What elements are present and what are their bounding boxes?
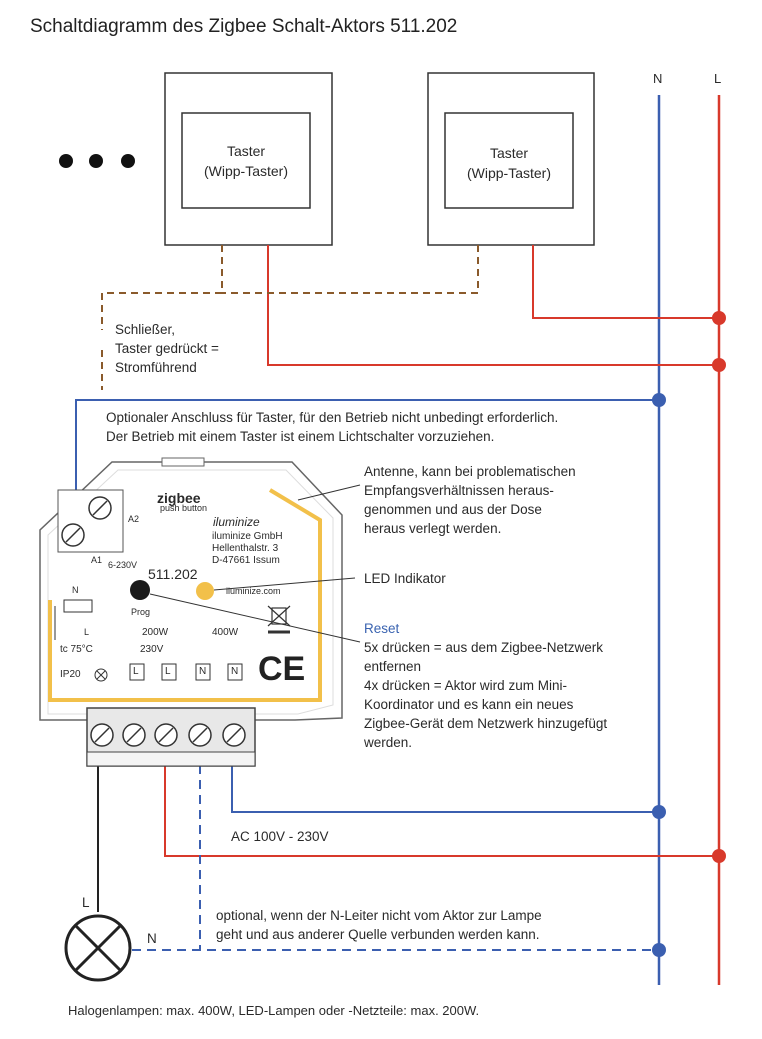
- terminal-label: N: [199, 666, 207, 677]
- live-wires: [164, 245, 719, 857]
- rail-label-l: L: [714, 71, 722, 86]
- output-terminal-block: [86, 707, 256, 767]
- lamp-n-label: N: [147, 931, 157, 946]
- device-n-symbol: N: [72, 585, 79, 595]
- contact-note: Schließer,Taster gedrückt =Stromführend: [115, 322, 219, 375]
- temp-rating: tc 75°C: [60, 644, 93, 655]
- optional-n-wire: [132, 735, 659, 951]
- switch-1: [164, 72, 333, 246]
- terminal-label: N: [231, 666, 239, 677]
- antenna: [48, 488, 322, 702]
- terminal-box: [227, 663, 243, 681]
- switch-2: [427, 72, 595, 246]
- range-label: 6-230V: [108, 560, 138, 570]
- terminal-box: [195, 663, 211, 681]
- optional-switch-note: Optionaler Anschluss für Taster, für den…: [106, 410, 559, 444]
- ac-voltage-label: AC 100V - 230V: [231, 829, 329, 844]
- junction-dot: [712, 358, 726, 372]
- model-number: 511.202: [148, 566, 198, 582]
- more-dot: [59, 154, 73, 168]
- zigbee-logo: zigbee: [157, 490, 201, 506]
- switch-1-label: Taster(Wipp-Taster): [203, 143, 288, 179]
- more-dot: [89, 154, 103, 168]
- input-terminal: [57, 489, 124, 553]
- rail-label-n: N: [653, 71, 663, 86]
- terminal-a1-label: A1: [91, 555, 103, 565]
- power-halogen: 400W: [212, 627, 239, 638]
- push-button-label: push button: [160, 503, 208, 513]
- ip-rating: IP20: [60, 669, 81, 680]
- prog-label: Prog: [131, 607, 151, 617]
- page-title: Schaltdiagramm des Zigbee Schalt-Aktors …: [30, 16, 458, 37]
- ce-mark: CE: [258, 650, 305, 688]
- led-note: LED Indikator: [364, 571, 446, 586]
- switch-2-label: Taster(Wipp-Taster): [466, 145, 551, 181]
- voltage: 230V: [140, 644, 164, 655]
- switched-wires: [101, 245, 479, 390]
- terminal-a2-label: A2: [128, 514, 140, 524]
- power-led: 200W: [142, 627, 169, 638]
- junction-dot: [652, 805, 666, 819]
- terminal-box: [129, 663, 145, 681]
- junction-dot: [652, 393, 666, 407]
- lamp-icon: [64, 914, 132, 982]
- terminal-box: [161, 663, 177, 681]
- reset-note: Reset 5x drücken = aus dem Zigbee-Netzwe…: [364, 621, 608, 750]
- more-dot: [121, 154, 135, 168]
- actuator-body: CE: [39, 457, 361, 721]
- relay-symbol: [54, 599, 93, 640]
- weee-bin-icon: [267, 605, 291, 634]
- optional-n-note: optional, wenn der N-Leiter nicht vom Ak…: [216, 908, 542, 942]
- lamp-l-label: L: [82, 895, 90, 910]
- antenna-leader: [297, 484, 361, 501]
- reset-leader: [149, 593, 361, 643]
- led-leader: [213, 577, 356, 591]
- prog-button[interactable]: [130, 580, 150, 600]
- junction-dot: [712, 849, 726, 863]
- footer-note: Halogenlampen: max. 400W, LED-Lampen ode…: [68, 1003, 480, 1018]
- terminal-label: L: [133, 666, 139, 677]
- led-indicator: [196, 582, 214, 600]
- maker-logo: iluminize: [213, 515, 260, 529]
- terminal-label: L: [165, 666, 171, 677]
- junction-dot: [712, 311, 726, 325]
- device-l-symbol: L: [84, 627, 90, 637]
- website: iluminize.com: [226, 586, 281, 596]
